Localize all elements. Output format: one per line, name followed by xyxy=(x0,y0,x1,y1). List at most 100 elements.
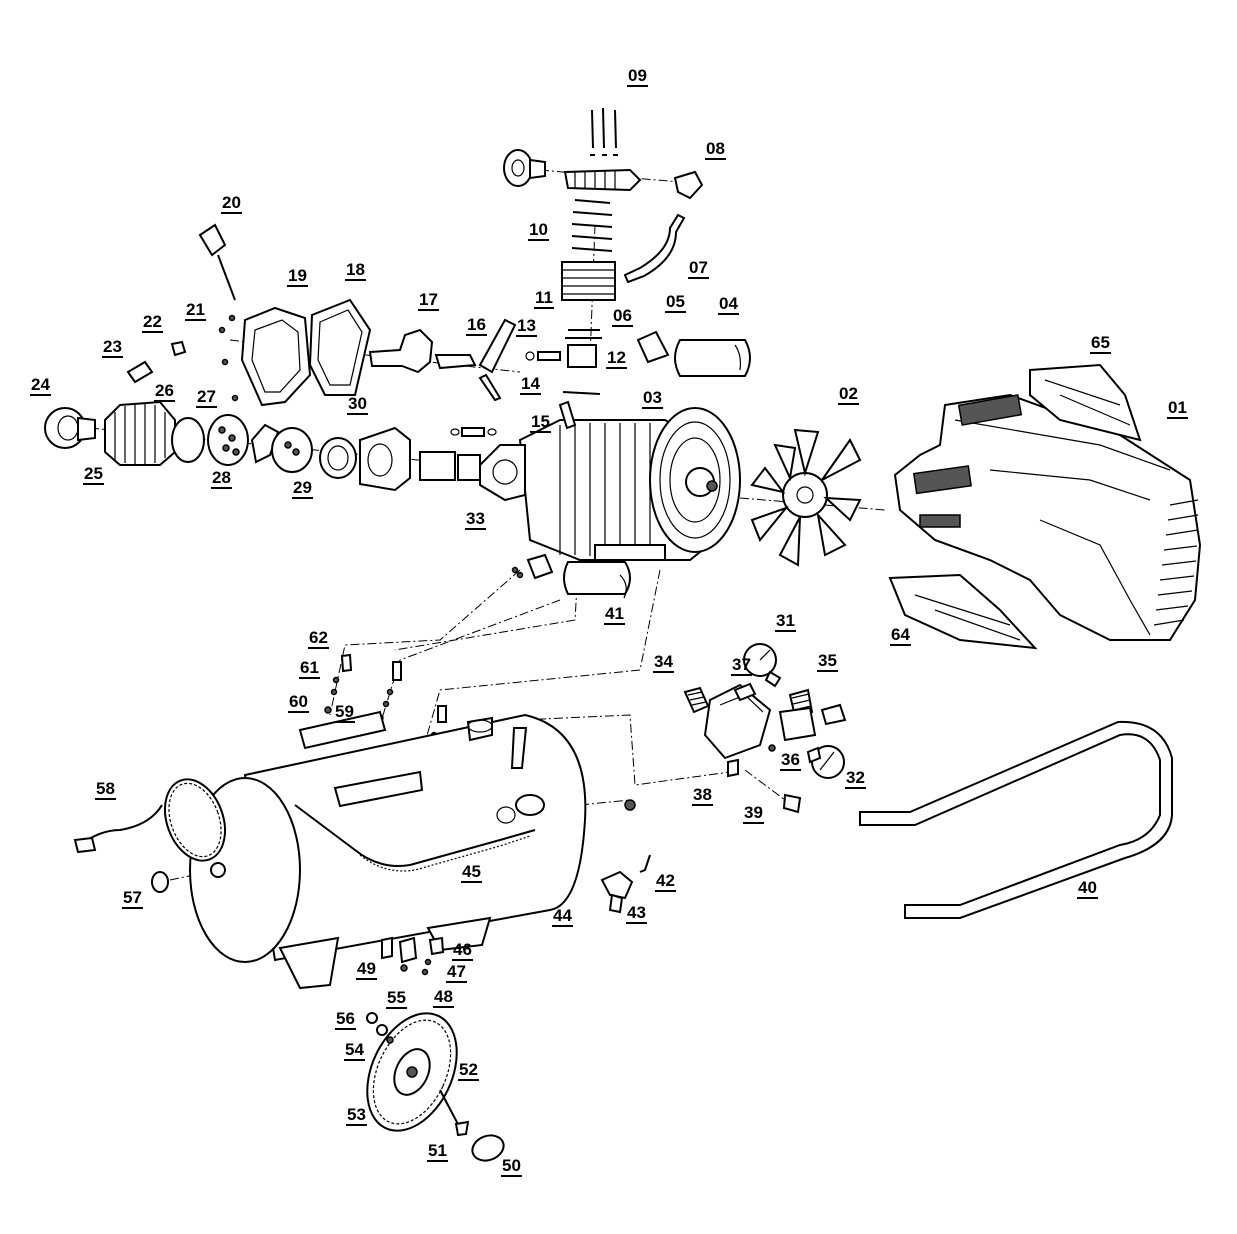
callout-36: 36 xyxy=(780,750,801,771)
callout-42: 42 xyxy=(655,871,676,892)
callout-35: 35 xyxy=(817,651,838,672)
callout-37: 37 xyxy=(731,655,752,676)
callout-38: 38 xyxy=(692,785,713,806)
part-16-conrod xyxy=(434,318,517,402)
callout-28: 28 xyxy=(211,468,232,489)
callout-45: 45 xyxy=(461,862,482,883)
part-rings xyxy=(571,199,613,252)
callout-55: 55 xyxy=(386,988,407,1009)
callout-47: 47 xyxy=(446,962,467,983)
part-12-piston xyxy=(562,329,602,395)
part-34-fitting xyxy=(683,686,710,714)
part-08-headcap xyxy=(563,168,704,200)
part-01-shroud xyxy=(893,393,1202,641)
callout-02: 02 xyxy=(838,384,859,405)
part-26-gasket xyxy=(171,417,205,463)
part-cylinder-body xyxy=(359,426,411,492)
callout-48: 48 xyxy=(433,987,454,1008)
callout-59: 59 xyxy=(334,702,355,723)
callout-09: 09 xyxy=(627,66,648,87)
part-07-pipe xyxy=(623,213,686,284)
callout-50: 50 xyxy=(501,1156,522,1177)
callout-54: 54 xyxy=(344,1040,365,1061)
callout-53: 53 xyxy=(346,1105,367,1126)
callout-22: 22 xyxy=(142,312,163,333)
callout-04: 04 xyxy=(718,294,739,315)
callout-57: 57 xyxy=(122,888,143,909)
callout-03: 03 xyxy=(642,388,663,409)
callout-64: 64 xyxy=(890,625,911,646)
part-09-bolts xyxy=(590,107,618,156)
part-50-cap xyxy=(471,1134,505,1162)
part-42-pin xyxy=(639,854,651,873)
callout-60: 60 xyxy=(288,692,309,713)
callout-29: 29 xyxy=(292,478,313,499)
callout-08: 08 xyxy=(705,139,726,160)
callout-14: 14 xyxy=(520,374,541,395)
part-wheel-back xyxy=(164,778,226,862)
part-46-49-drains xyxy=(381,936,445,976)
callout-43: 43 xyxy=(626,903,647,924)
callout-20: 20 xyxy=(221,193,242,214)
part-24-filter xyxy=(44,407,96,449)
part-35-regulator xyxy=(778,688,847,742)
part-04-capacitor xyxy=(674,339,751,377)
callout-24: 24 xyxy=(30,375,51,396)
callout-21: 21 xyxy=(185,300,206,321)
part-pulley-left xyxy=(503,149,546,187)
callout-40: 40 xyxy=(1077,878,1098,899)
callout-01: 01 xyxy=(1167,398,1188,419)
callout-06: 06 xyxy=(612,306,633,327)
part-45-hose xyxy=(294,804,536,872)
part-18-gasket xyxy=(308,298,372,396)
part-37-pressure-switch xyxy=(703,682,772,760)
callout-31: 31 xyxy=(775,611,796,632)
part-51-bolt xyxy=(439,1089,470,1137)
part-27-valve-plate xyxy=(207,414,249,466)
part-small-pins xyxy=(450,427,497,437)
callout-32: 32 xyxy=(845,768,866,789)
part-64-plate xyxy=(888,573,1038,650)
part-40-handle xyxy=(859,720,1173,919)
part-25-cylinder-head xyxy=(104,400,176,466)
callout-33: 33 xyxy=(465,509,486,530)
callout-62: 62 xyxy=(308,628,329,649)
part-17-crank xyxy=(368,328,434,374)
callout-16: 16 xyxy=(466,315,487,336)
part-19-cover xyxy=(240,306,312,407)
callout-52: 52 xyxy=(458,1060,479,1081)
callout-07: 07 xyxy=(688,258,709,279)
part-05-bracket xyxy=(636,330,670,364)
callout-12: 12 xyxy=(606,348,627,369)
callout-39: 39 xyxy=(743,803,764,824)
callout-41: 41 xyxy=(604,604,625,625)
callout-11: 11 xyxy=(534,288,554,309)
callout-13: 13 xyxy=(516,316,537,337)
part-33-gasket xyxy=(479,444,526,502)
part-43-valve xyxy=(600,870,634,914)
callout-44: 44 xyxy=(552,906,573,927)
part-31-gauge xyxy=(743,643,782,688)
callout-58: 58 xyxy=(95,779,116,800)
callout-61: 61 xyxy=(299,658,320,679)
callout-30: 30 xyxy=(347,394,368,415)
callout-26: 26 xyxy=(154,381,175,402)
callout-10: 10 xyxy=(528,220,549,241)
part-29-plate xyxy=(271,427,313,473)
callout-18: 18 xyxy=(345,260,366,281)
part-57-cap xyxy=(151,871,169,893)
callout-51: 51 xyxy=(427,1141,448,1162)
callout-25: 25 xyxy=(83,464,104,485)
part-10-cylinder xyxy=(561,261,616,301)
part-36-38-39-fittings xyxy=(624,744,802,814)
part-20-dipstick xyxy=(198,223,236,301)
part-15-rod xyxy=(558,400,577,430)
callout-19: 19 xyxy=(287,266,308,287)
callout-05: 05 xyxy=(665,292,686,313)
part-13-pin xyxy=(525,351,561,361)
part-32-gauge xyxy=(806,745,845,779)
callout-49: 49 xyxy=(356,959,377,980)
part-03-motor xyxy=(518,407,741,561)
